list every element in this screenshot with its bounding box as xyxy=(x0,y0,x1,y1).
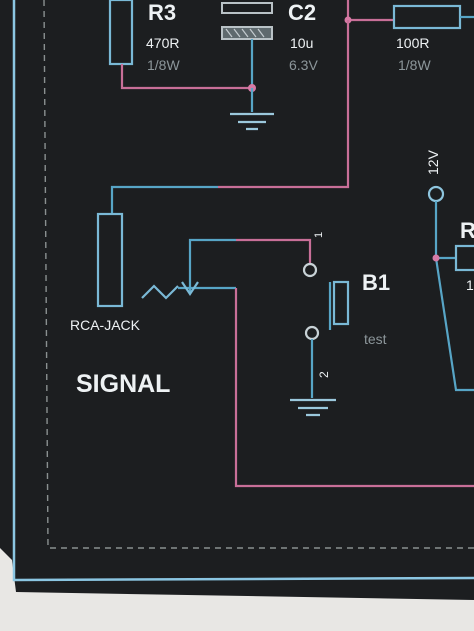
b1-ref-label: B1 xyxy=(362,270,390,295)
r-right-value-label: 1 xyxy=(466,277,474,293)
r-top-rating-label: 1/8W xyxy=(398,57,431,73)
r3-ref-label: R3 xyxy=(148,0,176,25)
rca-jack-body xyxy=(96,212,124,308)
b1-actuator xyxy=(332,280,350,326)
jack-arrow-icon xyxy=(181,281,199,296)
b1-contact-top xyxy=(302,262,318,278)
signal-wire-pink xyxy=(218,20,350,189)
return-wire xyxy=(234,288,474,488)
r-right-partial-body xyxy=(454,244,474,272)
outer-frame-line xyxy=(12,0,474,582)
rca-jack-contact xyxy=(141,284,179,300)
r-top-value-label: 100R xyxy=(396,35,429,51)
supply-12v-label: 12V xyxy=(425,149,441,175)
r3-value-label: 470R xyxy=(146,35,179,51)
b1-pin1-label: 1 xyxy=(313,232,325,238)
signal-wire-blue xyxy=(110,185,218,214)
b1-pin2-label: 2 xyxy=(317,371,331,378)
b1-note-label: test xyxy=(364,331,387,347)
r3-wire xyxy=(120,64,252,90)
r-right-ref-label: R xyxy=(460,218,474,243)
c2-value-label: 10u xyxy=(290,35,313,51)
junction-dot-supply xyxy=(432,254,440,262)
c2-plate-hatching xyxy=(225,28,265,38)
ground-symbol-b1 xyxy=(290,398,336,417)
rca-jack-label: RCA-JACK xyxy=(70,317,141,333)
b1-pin1-wire xyxy=(236,238,312,264)
jack-switch-wire xyxy=(188,238,236,292)
ground-symbol-top xyxy=(230,112,274,131)
signal-section-label: SIGNAL xyxy=(76,370,170,398)
c2-top-plate xyxy=(221,2,273,14)
c2-rating-label: 6.3V xyxy=(289,57,318,73)
c2-ref-label: C2 xyxy=(288,0,316,25)
r3-rating-label: 1/8W xyxy=(147,57,180,73)
